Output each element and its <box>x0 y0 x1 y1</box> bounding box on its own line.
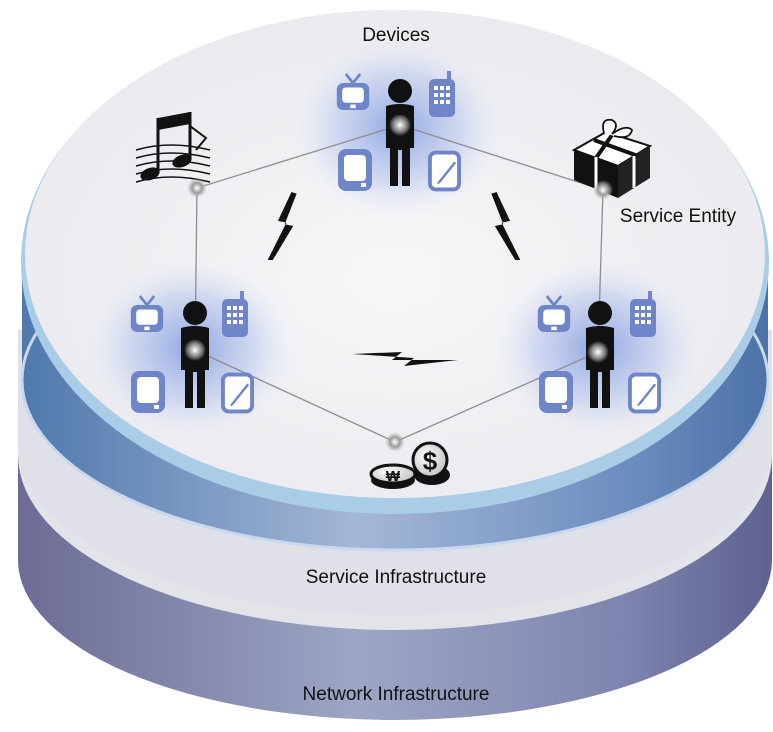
pda-icon <box>221 372 254 414</box>
gift-box-icon <box>571 118 653 198</box>
tablet-icon <box>131 371 165 413</box>
devices-label: Devices <box>362 25 430 46</box>
svg-text:$: $ <box>423 446 438 476</box>
music-notes-icon <box>135 112 211 183</box>
tablet-icon <box>539 371 573 413</box>
lightning-bolt-icon <box>352 352 458 366</box>
pda-icon <box>628 372 661 414</box>
svg-text:₩: ₩ <box>386 468 401 485</box>
network-nodes <box>184 114 613 452</box>
tablet-icon <box>338 149 372 191</box>
network-infrastructure-label: Network Infrastructure <box>303 684 490 705</box>
network-links <box>194 124 604 443</box>
service-entity-label: Service Entity <box>620 206 737 227</box>
pda-icon <box>428 150 461 192</box>
wireless-links <box>267 192 521 366</box>
service-infrastructure-label: Service Infrastructure <box>306 567 487 588</box>
coins-icon: ₩ $ <box>369 441 450 489</box>
